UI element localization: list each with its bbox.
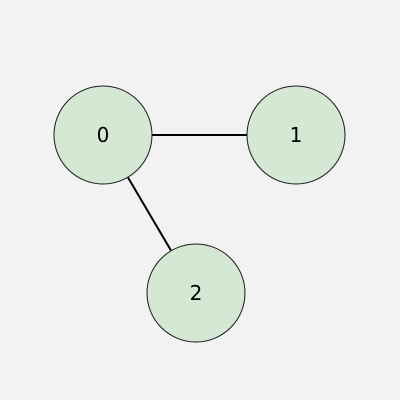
edges-layer (126, 134, 247, 252)
node-circle (146, 243, 246, 343)
node-circle (246, 85, 346, 185)
node-2: 2 (146, 243, 246, 343)
nodes-layer: 0 1 2 (53, 85, 346, 343)
node-label: 0 (97, 123, 110, 147)
node-0: 0 (53, 85, 153, 185)
edge-0-2 (126, 176, 173, 252)
node-1: 1 (246, 85, 346, 185)
node-label: 2 (190, 281, 203, 305)
node-label: 1 (290, 123, 303, 147)
node-circle (53, 85, 153, 185)
